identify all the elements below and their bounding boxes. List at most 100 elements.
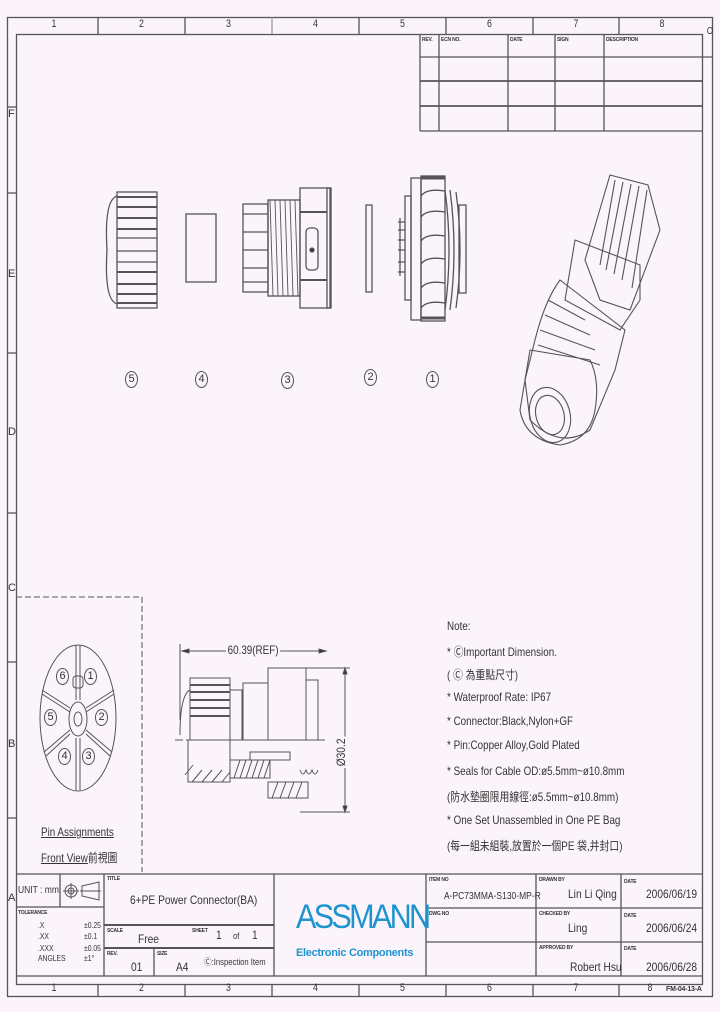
- section-view-drawing: [175, 644, 350, 814]
- part-4-seal: [185, 213, 217, 283]
- drawn-by-label: DRAWN BY: [539, 877, 565, 883]
- tolerance-xxx-value: ±0.05: [84, 944, 101, 953]
- approved-by-label: APPROVED BY: [539, 945, 574, 951]
- rev-header-ecn: ECN NO.: [441, 37, 461, 43]
- front-view-caption-cn: 前視圖: [87, 851, 118, 865]
- assmann-logo-subtitle: Electronic Components: [296, 947, 414, 959]
- ruler-bottom-col-8: 8: [647, 982, 653, 994]
- pin-assignments-caption: Pin Assignments: [41, 825, 114, 839]
- title-label: TITLE: [107, 876, 120, 882]
- ruler-col-7: 7: [573, 18, 579, 30]
- balloon-part-5: 5: [125, 371, 138, 388]
- balloon-part-2: 2: [364, 369, 377, 386]
- tolerance-xx-label: .XX: [38, 932, 49, 941]
- scale-value: Free: [138, 932, 159, 946]
- front-view-caption: Front View: [41, 851, 88, 865]
- ruler-bottom-col-3: 3: [226, 982, 231, 994]
- rev-value: 01: [131, 960, 143, 974]
- balloon-part-1: 1: [426, 371, 439, 388]
- approved-date-label: DATE: [624, 946, 637, 952]
- ruler-bottom-col-7: 7: [573, 982, 579, 994]
- rev-header-description: DESCRIPTION: [606, 37, 638, 43]
- pin-face-drawing: [39, 644, 117, 792]
- tolerance-label: TOLERANCE: [18, 910, 48, 916]
- rev-header-sign: SIGN: [557, 37, 569, 43]
- sheet-number: 1: [216, 928, 222, 942]
- tolerance-x-value: ±0.25: [84, 921, 101, 930]
- item-no-label: ITEM NO: [429, 877, 449, 883]
- unit-label: UNIT : mm: [18, 885, 59, 896]
- part-5-gland-nut: [105, 191, 158, 309]
- part-2-o-ring: [365, 204, 373, 293]
- note-line-8: * One Set Unassembled in One PE Bag: [447, 813, 621, 827]
- ruler-bottom-col-1: 1: [51, 982, 57, 994]
- ruler-bottom-col-6: 6: [487, 982, 492, 994]
- drawn-date-label: DATE: [624, 879, 637, 885]
- zone-row-D: D: [8, 426, 16, 438]
- size-label: SIZE: [157, 951, 168, 957]
- note-line-5: * Pin:Copper Alloy,Gold Plated: [447, 738, 580, 752]
- sheet-label: SHEET: [192, 928, 208, 934]
- ruler-bottom-col-5: 5: [400, 982, 405, 994]
- pin-view-dashed-box: [16, 596, 143, 872]
- dwg-no-label: DWG NO: [429, 911, 449, 917]
- ruler-col-8: 8: [659, 18, 665, 30]
- ruler-col-5: 5: [400, 18, 405, 30]
- checked-by-label: CHECKED BY: [539, 911, 571, 917]
- rev-header-rev: REV.: [422, 37, 433, 43]
- ruler-col-4: 4: [313, 18, 318, 30]
- tolerance-xx-value: ±0.1: [84, 932, 98, 941]
- checked-by-value: Ling: [568, 921, 588, 935]
- note-line-4: * Connector:Black,Nylon+GF: [447, 714, 574, 728]
- title-block-lines: [16, 873, 702, 977]
- pin-2: 2: [95, 709, 108, 726]
- pin-4: 4: [58, 748, 71, 765]
- ruler-col-6: 6: [487, 18, 492, 30]
- pin-3: 3: [82, 748, 95, 765]
- ruler-bottom-col-2: 2: [139, 982, 144, 994]
- zone-row-F: F: [8, 108, 15, 120]
- diameter-dimension: Ø30.2: [334, 736, 348, 768]
- note-line-6: * Seals for Cable OD:ø5.5mm~ø10.8mm: [447, 764, 625, 778]
- ruler-col-2: 2: [139, 18, 144, 30]
- ruler-corner-mark: O: [706, 26, 714, 37]
- balloon-part-4: 4: [195, 371, 208, 388]
- note-line-9: (每一組未組裝,放置於一個PE 袋,并封口): [447, 839, 623, 853]
- rev-label: REV.: [107, 951, 118, 957]
- approved-by-value: Robert Hsu: [570, 960, 622, 974]
- projection-symbol: [63, 881, 101, 901]
- rev-header-date: DATE: [510, 37, 523, 43]
- assmann-logo: ASSMANN: [296, 898, 431, 936]
- tolerance-angles-value: ±1°: [84, 954, 95, 963]
- pin-6: 6: [56, 668, 69, 685]
- zone-row-A: A: [8, 892, 16, 904]
- scale-label: SCALE: [107, 928, 123, 934]
- part-1-receptacle: [398, 175, 467, 322]
- zone-row-E: E: [8, 268, 16, 280]
- tolerance-xxx-label: .XXX: [38, 944, 54, 953]
- checked-date-label: DATE: [624, 913, 637, 919]
- drawing-title: 6+PE Power Connector(BA): [130, 893, 258, 907]
- size-value: A4: [176, 960, 189, 974]
- inspection-item-note: Ⓒ:Inspection Item: [204, 957, 266, 967]
- drawn-by-value: Lin Li Qing: [568, 887, 617, 901]
- sheet-of: of: [233, 931, 240, 941]
- isometric-assembly: [519, 174, 661, 446]
- note-line-7: (防水墊圈限用線徑:ø5.5mm~ø10.8mm): [447, 790, 619, 804]
- tolerance-x-label: .X: [38, 921, 45, 930]
- sheet-total: 1: [252, 928, 258, 942]
- ruler-col-3: 3: [226, 18, 231, 30]
- approved-date: 2006/06/28: [646, 960, 698, 974]
- ruler-bottom-col-4: 4: [313, 982, 318, 994]
- pin-1: 1: [84, 668, 97, 685]
- note-line-3: * Waterproof Rate: IP67: [447, 690, 552, 704]
- length-dimension: 60.39(REF): [226, 643, 281, 657]
- notes-title: Note:: [447, 619, 471, 633]
- note-line-1: * ⒸImportant Dimension.: [447, 645, 557, 659]
- part-3-body: [242, 187, 332, 309]
- item-no-value: A-PC73MMA-S130-MP-R: [444, 891, 541, 902]
- drawn-date: 2006/06/19: [646, 887, 698, 901]
- note-line-2: ( Ⓒ 為重點尺寸): [447, 668, 519, 682]
- tolerance-angles-label: ANGLES: [38, 954, 66, 963]
